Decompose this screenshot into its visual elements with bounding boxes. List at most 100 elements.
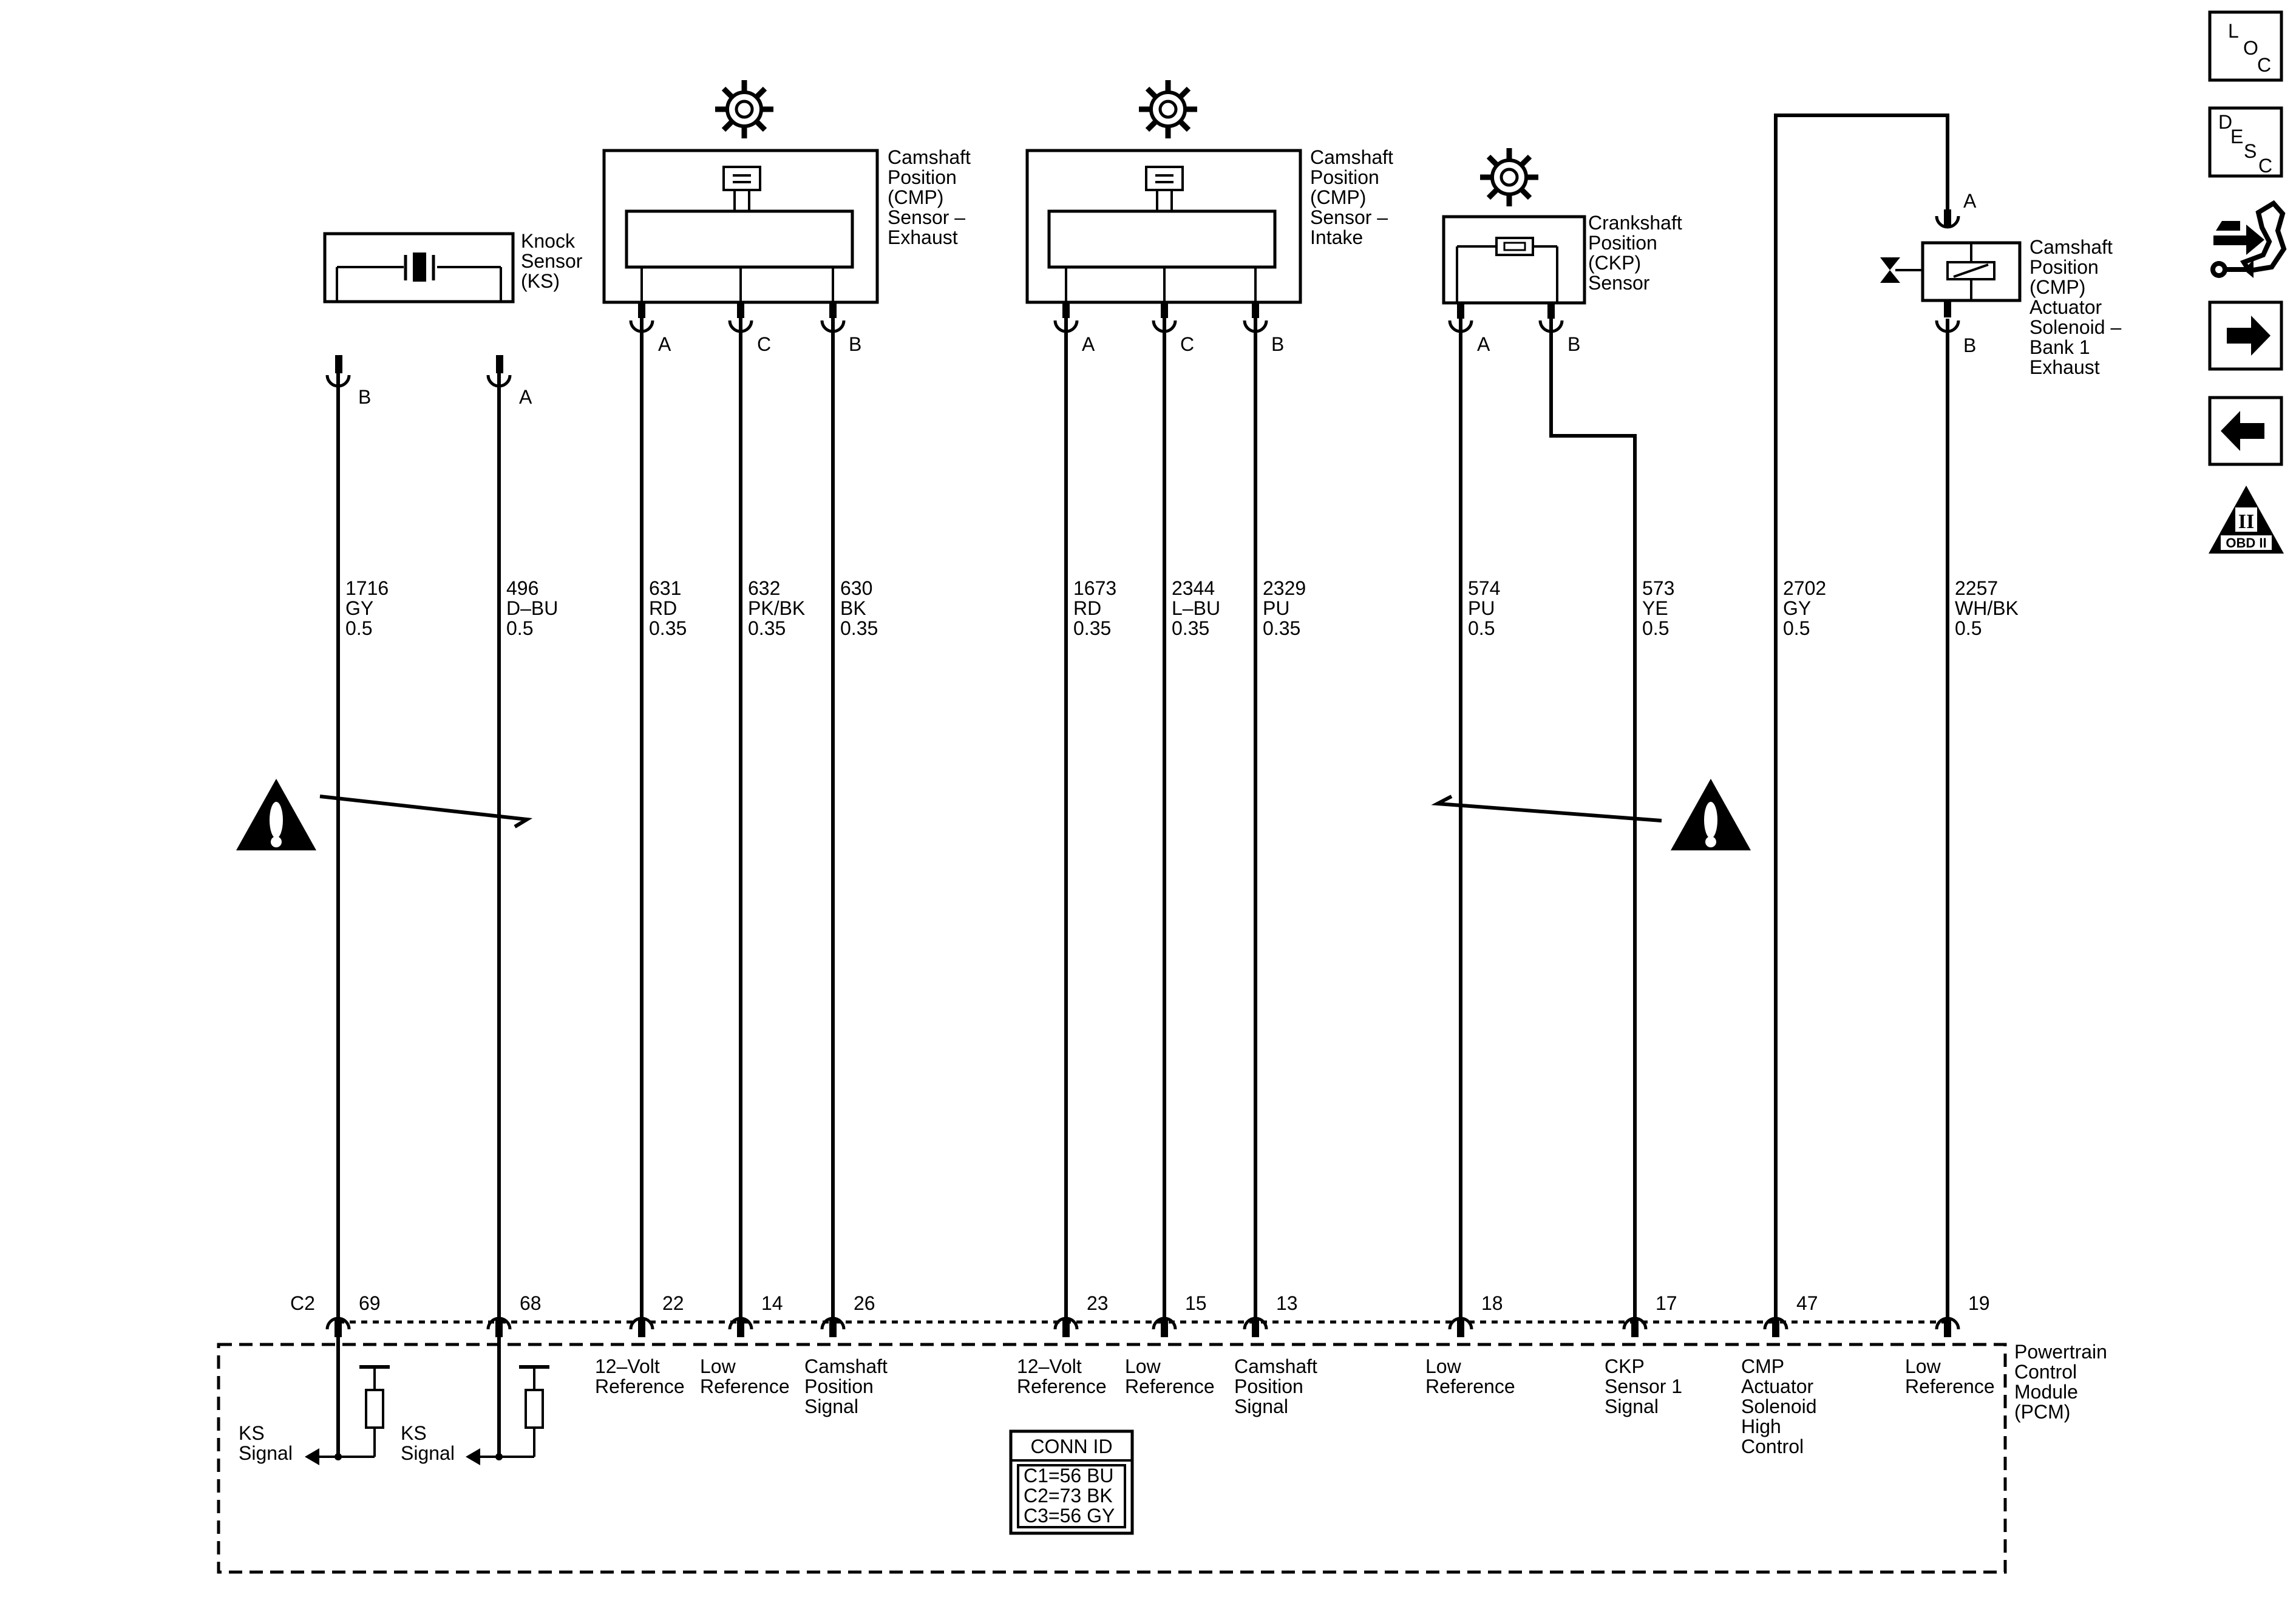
wire-gauge: 0.35 bbox=[1073, 617, 1111, 639]
svg-text:Position: Position bbox=[888, 166, 957, 188]
ckp-label: Crankshaft Position (CKP) Sensor bbox=[1588, 212, 1682, 294]
pcm-pin-stub bbox=[1161, 1320, 1168, 1337]
svg-text:Crankshaft: Crankshaft bbox=[1588, 212, 1682, 234]
pcm-pin-number: 22 bbox=[662, 1292, 684, 1314]
wire-color: GY bbox=[345, 597, 373, 619]
pcm-function-label: 12–Volt bbox=[1017, 1355, 1082, 1377]
conn-id-title: CONN ID bbox=[1030, 1436, 1112, 1457]
wire-color: BK bbox=[840, 597, 866, 619]
pcm-function-label: Solenoid bbox=[1741, 1395, 1817, 1417]
pcm-socket bbox=[728, 1317, 753, 1330]
svg-text:(CKP): (CKP) bbox=[1588, 252, 1641, 274]
wire-gauge: 0.5 bbox=[506, 617, 533, 639]
cmp-sensor-intake: Camshaft Position (CMP) Sensor – Intake bbox=[1025, 80, 1393, 304]
pcm-function-label: Reference bbox=[595, 1375, 685, 1397]
pcm-module: C2 Powertrain Control Module (PCM) bbox=[217, 1292, 2107, 1574]
ckp-sensor: Crankshaft Position (CKP) Sensor bbox=[1442, 148, 1682, 305]
ks-connector-stubs bbox=[335, 355, 503, 373]
wire-circuit-number: 2344 bbox=[1172, 577, 1215, 599]
loc-button[interactable]: L O C bbox=[2208, 10, 2283, 82]
wire-circuit-number: 630 bbox=[840, 577, 872, 599]
svg-text:Sensor –: Sensor – bbox=[888, 206, 965, 228]
pcm-function-label: Reference bbox=[1125, 1375, 1215, 1397]
svg-text:A: A bbox=[1963, 190, 1977, 212]
cmp-exhaust-label: Camshaft Position (CMP) Sensor – Exhaust bbox=[888, 146, 971, 248]
pcm-socket bbox=[1152, 1317, 1177, 1330]
pcm-pin-stub bbox=[737, 1320, 744, 1337]
shield-markers bbox=[236, 779, 1751, 850]
pcm-function-label: Reference bbox=[1425, 1375, 1515, 1397]
pcm-socket bbox=[486, 1317, 512, 1330]
svg-text:Exhaust: Exhaust bbox=[888, 226, 958, 248]
connector-wrench-button[interactable] bbox=[2210, 200, 2287, 278]
pcm-function-label: Low bbox=[1905, 1355, 1941, 1377]
svg-text:(CMP): (CMP) bbox=[2029, 276, 2085, 298]
gear-icon bbox=[715, 80, 773, 138]
knock-sensor-label: Knock Sensor (KS) bbox=[521, 230, 583, 292]
wire-circuit-number: 631 bbox=[649, 577, 681, 599]
wire-circuit-number: 1716 bbox=[345, 577, 389, 599]
pcm-socket bbox=[820, 1317, 846, 1330]
ks-signal-label: Signal bbox=[239, 1442, 293, 1464]
wire-color: PU bbox=[1468, 597, 1495, 619]
pcm-socket bbox=[325, 1317, 351, 1330]
pcm-functions: 12–VoltReferenceLowReferenceCamshaftPosi… bbox=[595, 1355, 1995, 1457]
wire-gauge: 0.5 bbox=[345, 617, 372, 639]
wire-color: PU bbox=[1263, 597, 1289, 619]
svg-text:O: O bbox=[2243, 37, 2258, 59]
pcm-pin-stub bbox=[1772, 1320, 1779, 1337]
pcm-function-label: Control bbox=[1741, 1436, 1804, 1457]
wire-gauge: 0.35 bbox=[649, 617, 687, 639]
pcm-pin-number: 13 bbox=[1276, 1292, 1298, 1314]
conn-id-table: CONN ID C1=56 BU C2=73 BK C3=56 GY bbox=[1009, 1429, 1134, 1535]
svg-text:Camshaft: Camshaft bbox=[888, 146, 971, 168]
svg-text:B: B bbox=[1963, 334, 1976, 356]
pcm-socket bbox=[1763, 1317, 1788, 1330]
pcm-label: Powertrain Control Module (PCM) bbox=[2014, 1341, 2107, 1423]
pcm-socket bbox=[629, 1317, 654, 1330]
warning-icon bbox=[1671, 779, 1751, 850]
next-button[interactable] bbox=[2208, 300, 2283, 371]
svg-text:Intake: Intake bbox=[1310, 226, 1363, 248]
svg-text:A: A bbox=[1082, 333, 1095, 355]
desc-button[interactable]: D E S C bbox=[2208, 106, 2283, 178]
pcm-function-label: 12–Volt bbox=[595, 1355, 660, 1377]
ks-signal-label: Signal bbox=[401, 1442, 455, 1464]
conn-id-row: C2=73 BK bbox=[1024, 1485, 1113, 1507]
warning-icon bbox=[236, 779, 316, 850]
svg-text:S: S bbox=[2244, 140, 2257, 162]
loc-icon: L bbox=[2228, 20, 2239, 42]
pcm-pin-number: 68 bbox=[520, 1292, 542, 1314]
wire-circuit-number: 2702 bbox=[1783, 577, 1826, 599]
wire-color: WH/BK bbox=[1955, 597, 2019, 619]
svg-text:C: C bbox=[2258, 155, 2272, 177]
pcm-function-label: Camshaft bbox=[1234, 1355, 1317, 1377]
wire-gauge: 0.35 bbox=[1172, 617, 1209, 639]
pcm-pin-stub bbox=[1631, 1320, 1639, 1337]
wire-color: GY bbox=[1783, 597, 1811, 619]
svg-text:Bank 1: Bank 1 bbox=[2029, 336, 2090, 358]
obd-ii-button[interactable]: II OBD II bbox=[2209, 486, 2284, 554]
svg-text:B: B bbox=[1271, 333, 1284, 355]
svg-text:Position: Position bbox=[2029, 256, 2099, 278]
svg-text:A: A bbox=[1477, 333, 1490, 355]
pcm-function-label: Low bbox=[1425, 1355, 1462, 1377]
wire-gauge: 0.35 bbox=[840, 617, 878, 639]
pcm-function-label: Low bbox=[1125, 1355, 1161, 1377]
previous-button[interactable] bbox=[2208, 396, 2283, 466]
pcm-function-label: Position bbox=[1234, 1375, 1303, 1397]
wire-color: D–BU bbox=[506, 597, 558, 619]
pcm-function-label: Reference bbox=[700, 1375, 790, 1397]
pcm-pin-number: 18 bbox=[1481, 1292, 1503, 1314]
knock-sensor: Knock Sensor (KS) bbox=[323, 230, 583, 303]
wire-color: PK/BK bbox=[748, 597, 805, 619]
pcm-socket bbox=[1243, 1317, 1268, 1330]
wires bbox=[336, 114, 1949, 1320]
svg-text:A: A bbox=[519, 386, 532, 408]
svg-text:Camshaft: Camshaft bbox=[1310, 146, 1393, 168]
svg-text:Module: Module bbox=[2014, 1381, 2078, 1403]
svg-text:Sensor: Sensor bbox=[521, 250, 583, 272]
pcm-socket bbox=[1622, 1317, 1648, 1330]
wire-gauge: 0.5 bbox=[1955, 617, 1982, 639]
